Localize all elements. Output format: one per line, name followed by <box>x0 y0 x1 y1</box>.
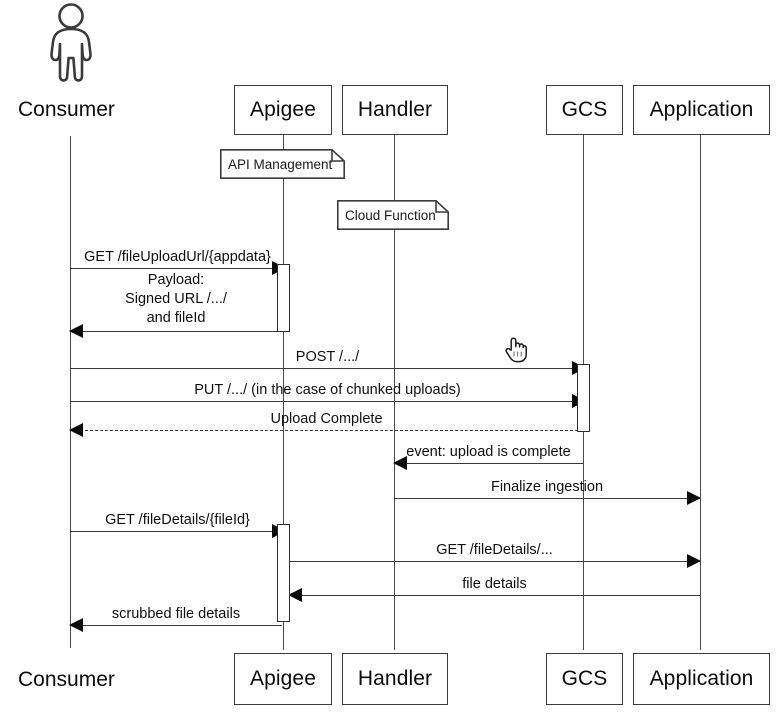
participant-label-gcs-bottom: GCS <box>561 667 608 690</box>
participant-label-consumer-bottom: Consumer <box>18 668 115 691</box>
message-line <box>70 331 282 332</box>
note-shape <box>337 200 449 230</box>
note-label-cloud-function: Cloud Function <box>345 207 436 223</box>
message-label: POST /.../ <box>295 349 360 365</box>
arrowhead-left-icon <box>393 456 407 470</box>
arrowhead-left-icon <box>69 618 83 632</box>
message-label-line1: Payload: <box>147 272 205 288</box>
participant-box-application-top[interactable]: Application <box>633 85 770 135</box>
arrowhead-left-icon <box>69 423 83 437</box>
participant-label-consumer-top: Consumer <box>18 98 115 121</box>
participant-box-application-bottom[interactable]: Application <box>633 653 770 705</box>
message-label: Finalize ingestion <box>490 479 604 495</box>
message-label: event: upload is complete <box>406 444 571 460</box>
participant-label-handler-top: Handler <box>357 98 433 121</box>
message-line <box>394 498 700 499</box>
message-label-line3: and fileId <box>146 310 206 326</box>
participant-label-application-top: Application <box>649 98 754 121</box>
participant-label-apigee-top: Apigee <box>250 98 316 121</box>
participant-box-gcs-bottom[interactable]: GCS <box>546 653 623 705</box>
participant-label-gcs-top: GCS <box>561 98 608 121</box>
lifeline-consumer <box>70 136 71 648</box>
message-line <box>70 531 285 532</box>
pointing-hand-cursor-icon <box>503 336 527 369</box>
message-label: Upload Complete <box>270 411 383 427</box>
message-label: PUT /.../ (in the case of chunked upload… <box>194 382 461 398</box>
note-shape <box>220 149 345 179</box>
message-line <box>394 463 583 464</box>
arrowhead-right-icon <box>687 491 701 505</box>
message-line <box>70 625 282 626</box>
participant-box-apigee-bottom[interactable]: Apigee <box>234 653 332 705</box>
lifeline-application <box>700 135 701 650</box>
message-line <box>70 268 285 269</box>
arrowhead-left-icon <box>69 324 83 338</box>
message-label: scrubbed file details <box>111 606 241 622</box>
message-line <box>70 401 585 402</box>
message-label: GET /fileDetails/{fileId} <box>105 512 250 528</box>
activation-apigee-file-details <box>277 524 290 622</box>
message-line <box>70 368 585 369</box>
participant-label-handler-bottom: Handler <box>357 667 433 690</box>
arrowhead-right-icon <box>687 554 701 568</box>
message-label-line2: Signed URL /.../ <box>125 291 227 307</box>
lifeline-handler <box>394 135 395 650</box>
arrowhead-left-icon <box>288 588 302 602</box>
note-label-api-management: API Management <box>228 156 333 172</box>
actor-person-icon <box>40 2 102 87</box>
message-line <box>289 561 700 562</box>
lifeline-apigee <box>283 135 284 650</box>
participant-box-handler-top[interactable]: Handler <box>342 85 448 135</box>
message-line <box>289 595 700 596</box>
message-label: GET /fileDetails/... <box>436 542 553 558</box>
message-line <box>70 430 583 431</box>
message-label: GET /fileUploadUrl/{appdata} <box>84 249 271 265</box>
participant-label-apigee-bottom: Apigee <box>250 667 316 690</box>
activation-apigee-upload-url <box>277 264 290 332</box>
message-label: file details <box>462 576 527 592</box>
message-label: Payload: Signed URL /.../ and fileId <box>70 271 282 328</box>
participant-box-handler-bottom[interactable]: Handler <box>342 653 448 705</box>
note-api-management: API Management <box>220 149 345 179</box>
activation-gcs-upload <box>577 364 590 432</box>
participant-label-application-bottom: Application <box>649 667 754 690</box>
participant-box-apigee-top[interactable]: Apigee <box>234 85 332 135</box>
participant-box-gcs-top[interactable]: GCS <box>546 85 623 135</box>
note-cloud-function: Cloud Function <box>337 200 449 230</box>
